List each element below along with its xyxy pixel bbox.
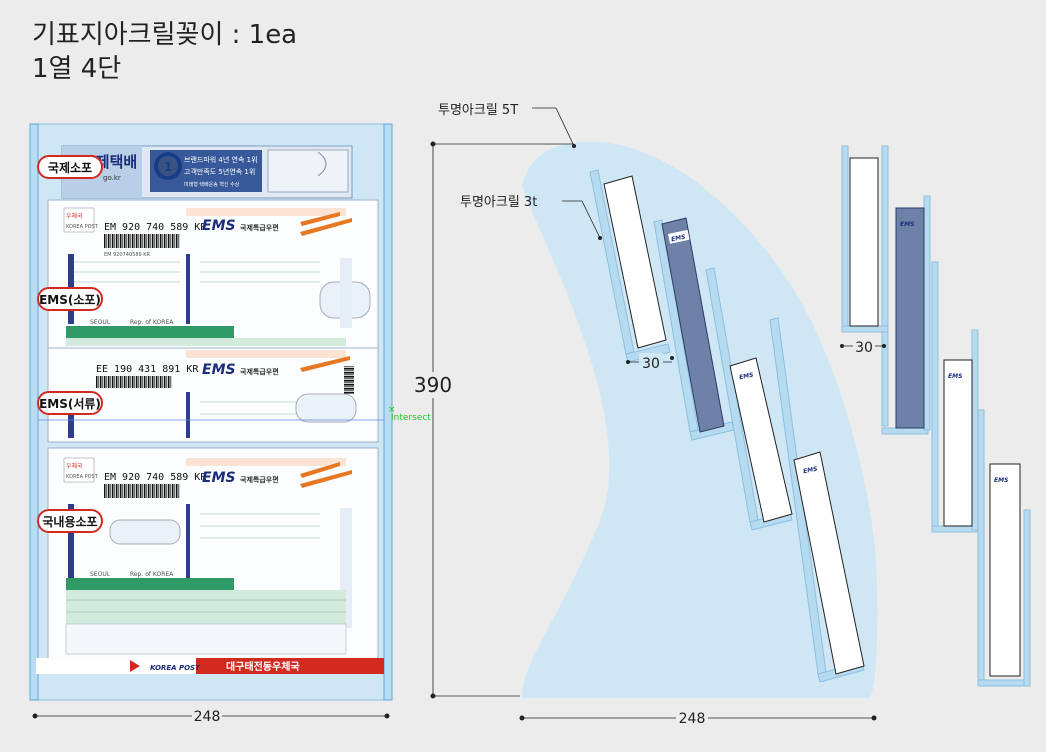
- korea-post-text-1: KOREA POST: [66, 224, 99, 230]
- acrylic-left-edge: [29, 123, 39, 701]
- callout-5t: 투명아크릴 5T: [438, 103, 518, 118]
- svg-text:×: ×: [388, 405, 396, 415]
- ems-parcel-form-3: 우체국 KOREA POST EM 920 740 589 KR EMS 국제특…: [36, 447, 384, 674]
- ems-parcel-form-1: 우체국 KOREA POST EM 920 740 589 KR EM 9207…: [47, 199, 379, 349]
- intersect-text: Intersect: [391, 413, 431, 423]
- tracking-number-2: EE 190 431 891 KR: [96, 364, 199, 375]
- pocket-3: EMS: [705, 267, 793, 531]
- ems-korean-1: 국제특급우편: [240, 223, 279, 232]
- side2-ems-tag-2: EMS: [948, 373, 962, 380]
- pocket-2: EMS: [653, 217, 735, 441]
- svg-text:EM 920740589 KR: EM 920740589 KR: [104, 252, 151, 258]
- pocket-4: EMS: [769, 317, 865, 683]
- side-view-2: EMS EMS EMS 30: [840, 145, 1031, 687]
- svg-text:우체국: 우체국: [66, 462, 83, 470]
- label-oval-domestic: [37, 509, 103, 533]
- side2-depth-dim: 30: [855, 340, 873, 356]
- side-width-dim: 248: [679, 711, 706, 727]
- tracking-number-3: EM 920 740 589 KR: [104, 472, 207, 483]
- title-line-1: 기표지아크릴꽂이 : 1ea: [32, 20, 298, 50]
- label-ems-docs: EMS(서류): [39, 396, 101, 411]
- intl-parcel-form-top: 국제택배 go.kr 1 브랜드파워 4년 연속 1위 고객만족도 5년연속 1…: [61, 145, 353, 199]
- front-width-dim: 248: [194, 709, 221, 725]
- korea-post-logo-icon: 우체국: [66, 212, 83, 220]
- side-ems-tag-1: EMS: [671, 234, 687, 244]
- callout-3t: 투명아크릴 3t: [460, 195, 537, 210]
- label-oval-ems-docs: [37, 391, 103, 415]
- height-dim: 390: [414, 373, 452, 397]
- badge-line-3: 미래형 택배운송 혁신 수상: [184, 181, 240, 188]
- page-title: 기표지아크릴꽂이 : 1ea 1열 4단: [32, 18, 297, 86]
- footer-korea-post: KOREA POST: [150, 664, 201, 672]
- side2-ems-tag-1: EMS: [900, 221, 914, 228]
- ems-logo-icon: EMS: [202, 218, 236, 234]
- rep-korea-1: Rep. of KOREA: [130, 319, 174, 326]
- korea-post-text-3: KOREA POST: [66, 474, 99, 480]
- side2-ems-tag-3: EMS: [994, 477, 1008, 484]
- footer-office: 대구태전동우체국: [226, 660, 300, 673]
- ems-korean-2: 국제특급우편: [240, 367, 279, 376]
- side-depth-dim: 30: [642, 356, 660, 372]
- front-labels: 국제소포: [37, 155, 103, 179]
- front-view: 국제택배 go.kr 1 브랜드파워 4년 연속 1위 고객만족도 5년연속 1…: [29, 123, 431, 725]
- acrylic-cutout: [522, 186, 610, 698]
- seoul-3: SEOUL: [90, 571, 111, 578]
- side-ems-tag-3: EMS: [803, 466, 819, 476]
- acrylic-right-edge: [383, 123, 393, 701]
- barcode-icon: [104, 234, 180, 248]
- label-oval-ems-parcel: [37, 287, 103, 311]
- label-oval-intl-parcel: [37, 155, 103, 179]
- label-ems-parcel: EMS(소포): [39, 293, 101, 307]
- title-line-2: 1열 4단: [32, 54, 122, 84]
- side-view: 투명아크릴 5T 투명아크릴 3t 390 EMS: [412, 103, 878, 727]
- banner-site: go.kr: [103, 174, 121, 182]
- label-domestic: 국내용소포: [42, 514, 97, 529]
- tracking-number-1: EM 920 740 589 KR: [104, 222, 207, 233]
- ems-logo-icon-2: EMS: [202, 362, 236, 378]
- ems-korean-3: 국제특급우편: [240, 475, 279, 484]
- label-intl-parcel: 국제소포: [48, 161, 92, 175]
- ems-document-form-2: EE 190 431 891 KR EMS 국제특급우편: [47, 347, 379, 443]
- rep-korea-3: Rep. of KOREA: [130, 571, 174, 578]
- seoul-1: SEOUL: [90, 319, 111, 326]
- pocket-1: [589, 169, 671, 363]
- barcode-icon-2: [96, 376, 172, 388]
- badge-line-2: 고객만족도 5년연속 1위: [184, 167, 255, 176]
- ems-logo-icon-3: EMS: [202, 470, 236, 486]
- badge-line-1: 브랜드파워 4년 연속 1위: [184, 155, 258, 164]
- side-ems-tag-2: EMS: [739, 372, 755, 382]
- barcode-icon-3: [104, 484, 180, 498]
